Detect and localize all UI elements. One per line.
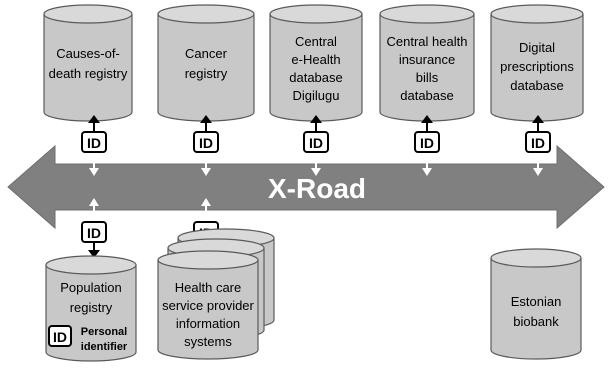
top-database-cancer-registry: Cancer registry [157,4,255,122]
db-label-line: Central [295,34,337,49]
top-database-central-ehealth: Central e-Health database Digilugu [269,4,363,122]
db-label-line: registry [185,66,228,81]
db-label-line: database [510,78,564,93]
bottom-database-population-registry: Population registry ID Personal identifi… [45,255,137,362]
xroad-band: X-Road [7,144,605,230]
bottom-database-estonian-biobank: Estonian biobank [490,248,582,360]
bottom-database-health-care-systems: Health care service provider information… [157,228,275,360]
db-label-line: service provider [162,298,254,313]
db-label-line: information [176,316,240,331]
db-label-line: prescriptions [500,59,574,74]
road-entry-arrows [89,158,543,216]
db-label-line: systems [184,334,232,349]
db-label-line: Estonian [511,294,562,309]
top-connectors: ID ID ID ID ID [81,115,551,153]
db-label-line: database [289,70,343,85]
id-badge: ID [53,329,67,345]
db-label-line: Causes-of- [56,46,120,61]
db-label-line: Digilugu [293,88,340,103]
db-label-line: biobank [513,314,559,329]
db-label-line: database [400,88,454,103]
id-badge: ID [309,135,323,151]
db-label-line: Central health [387,34,468,49]
db-label-line: Cancer [185,46,228,61]
db-label-line: insurance [399,52,455,67]
id-badge: ID [199,135,213,151]
personal-identifier-line: identifier [81,341,128,353]
id-badge: ID [531,135,545,151]
top-database-causes-of-death: Causes-of- death registry [43,4,133,122]
top-database-health-insurance-bills: Central health insurance bills database [379,4,475,122]
db-label-line: death registry [49,66,128,81]
db-label-line: Health care [175,280,241,295]
id-badge: ID [420,135,434,151]
top-database-digital-prescriptions: Digital prescriptions database [490,4,584,122]
id-badge: ID [87,225,101,241]
id-badge: ID [87,135,101,151]
db-label-line: e-Health [291,52,340,67]
db-label-line: bills [416,70,439,85]
xroad-label: X-Road [268,173,366,204]
personal-identifier-line: Personal [81,326,127,338]
db-label-line: registry [70,300,113,315]
db-label-line: Digital [519,40,555,55]
db-label-line: Population [60,280,121,295]
